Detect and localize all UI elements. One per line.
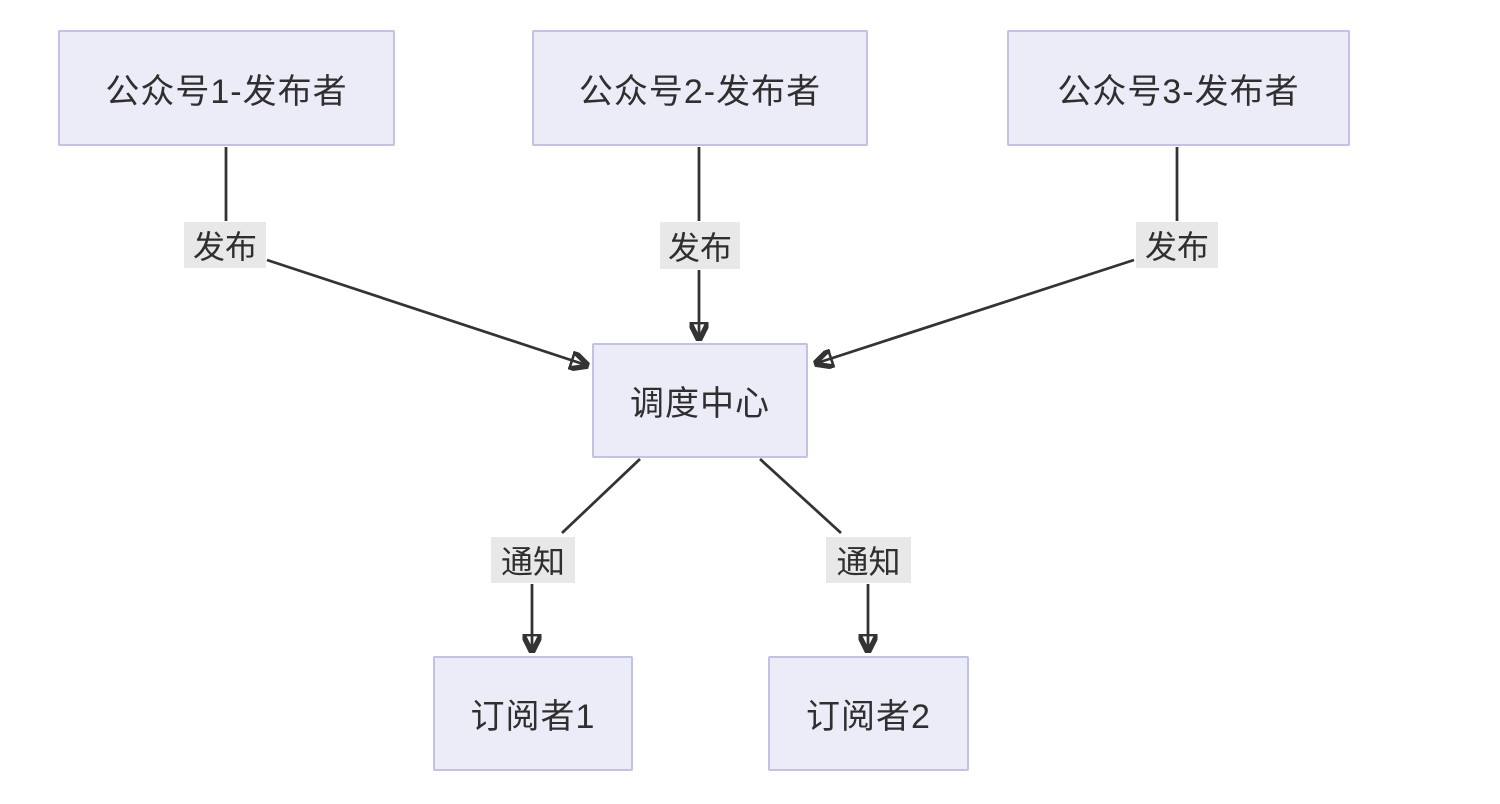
node-publisher-1: 公众号1-发布者 bbox=[58, 30, 395, 146]
node-publisher-2: 公众号2-发布者 bbox=[532, 30, 868, 146]
edge-label-notify-1: 通知 bbox=[491, 537, 575, 583]
node-dispatch-center: 调度中心 bbox=[592, 343, 808, 458]
node-dispatch-center-label: 调度中心 bbox=[630, 385, 770, 423]
edge-label-notify-2: 通知 bbox=[826, 537, 911, 583]
edge-label-publish-3-text: 发布 bbox=[1144, 229, 1209, 265]
node-subscriber-2-label: 订阅者2 bbox=[806, 698, 931, 736]
node-publisher-3-label: 公众号3-发布者 bbox=[1057, 72, 1300, 111]
edge-label-publish-2-text: 发布 bbox=[667, 229, 732, 266]
edge-pub1-to-center-arrow bbox=[266, 258, 589, 366]
edge-center-to-label1-line bbox=[561, 458, 641, 534]
edge-label-publish-3: 发布 bbox=[1136, 222, 1218, 268]
node-subscriber-1-label: 订阅者1 bbox=[470, 698, 596, 736]
node-publisher-3: 公众号3-发布者 bbox=[1007, 30, 1350, 146]
edge-center-to-label2-line bbox=[759, 457, 842, 535]
node-publisher-2-label: 公众号2-发布者 bbox=[578, 72, 822, 111]
edge-label-notify-2-text: 通知 bbox=[836, 544, 901, 580]
edge-pub3-to-center-arrow bbox=[814, 258, 1135, 364]
edge-label-notify-1-text: 通知 bbox=[500, 544, 565, 580]
edge-label-publish-1-text: 发布 bbox=[192, 229, 257, 265]
node-subscriber-1: 订阅者1 bbox=[433, 656, 633, 771]
node-publisher-1-label: 公众号1-发布者 bbox=[105, 72, 348, 111]
edge-label-publish-2: 发布 bbox=[660, 222, 740, 269]
node-subscriber-2: 订阅者2 bbox=[768, 656, 969, 771]
edge-label-publish-1: 发布 bbox=[184, 222, 266, 268]
